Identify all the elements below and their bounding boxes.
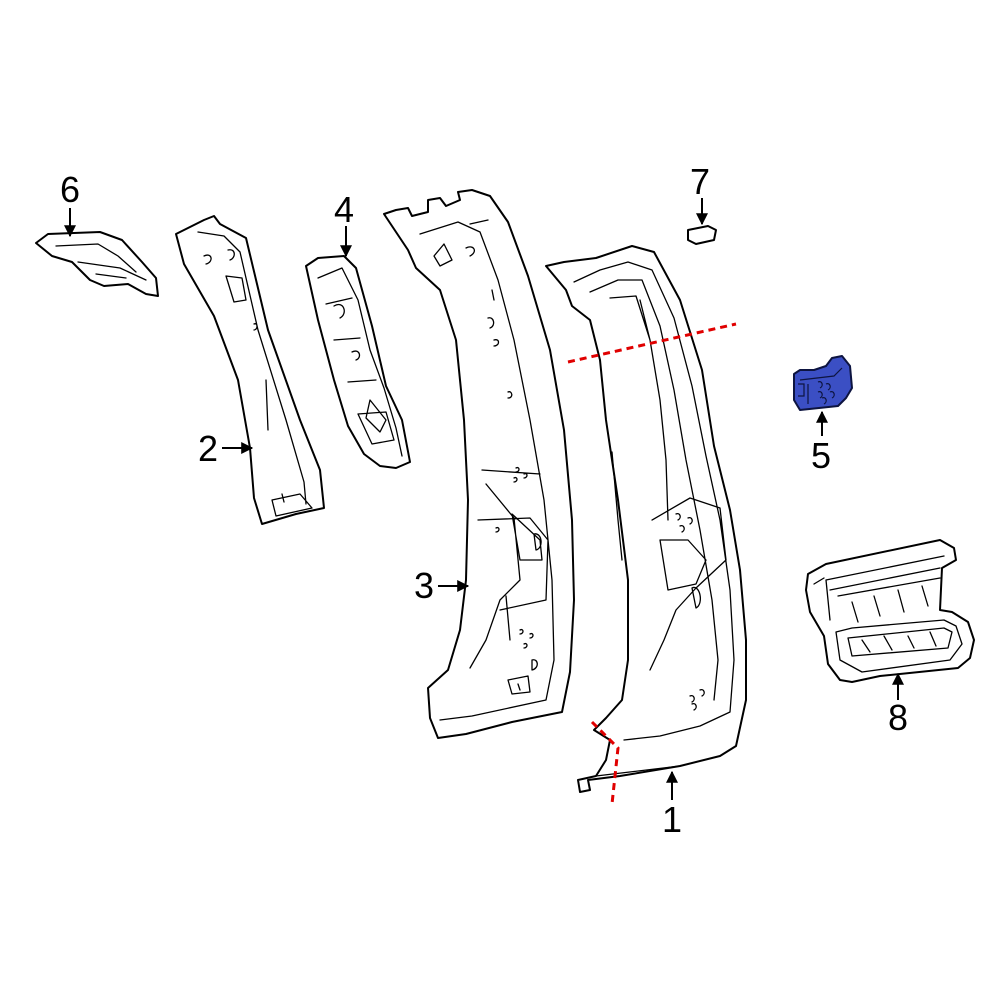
cut-line-lower [590, 720, 620, 805]
part-5-bracket-highlighted[interactable] [793, 355, 853, 411]
cut-line-upper [567, 322, 737, 364]
callout-5: 5 [811, 435, 831, 476]
callout-2: 2 [198, 428, 218, 469]
callout-8: 8 [888, 697, 908, 738]
part-4-pillar-trim[interactable] [305, 255, 411, 469]
callout-4: 4 [334, 189, 354, 230]
part-6-bracket[interactable] [35, 231, 159, 297]
part-3-inner-pillar[interactable] [383, 189, 575, 739]
callout-6: 6 [60, 169, 80, 210]
callout-7: 7 [690, 161, 710, 202]
callout-1: 1 [662, 799, 682, 840]
part-7-plug[interactable] [687, 225, 717, 245]
part-1-outer-pillar[interactable] [545, 245, 747, 793]
part-8-vent[interactable] [805, 539, 975, 683]
callout-3: 3 [414, 565, 434, 606]
part-2-pillar-reinforcement[interactable] [175, 215, 325, 525]
